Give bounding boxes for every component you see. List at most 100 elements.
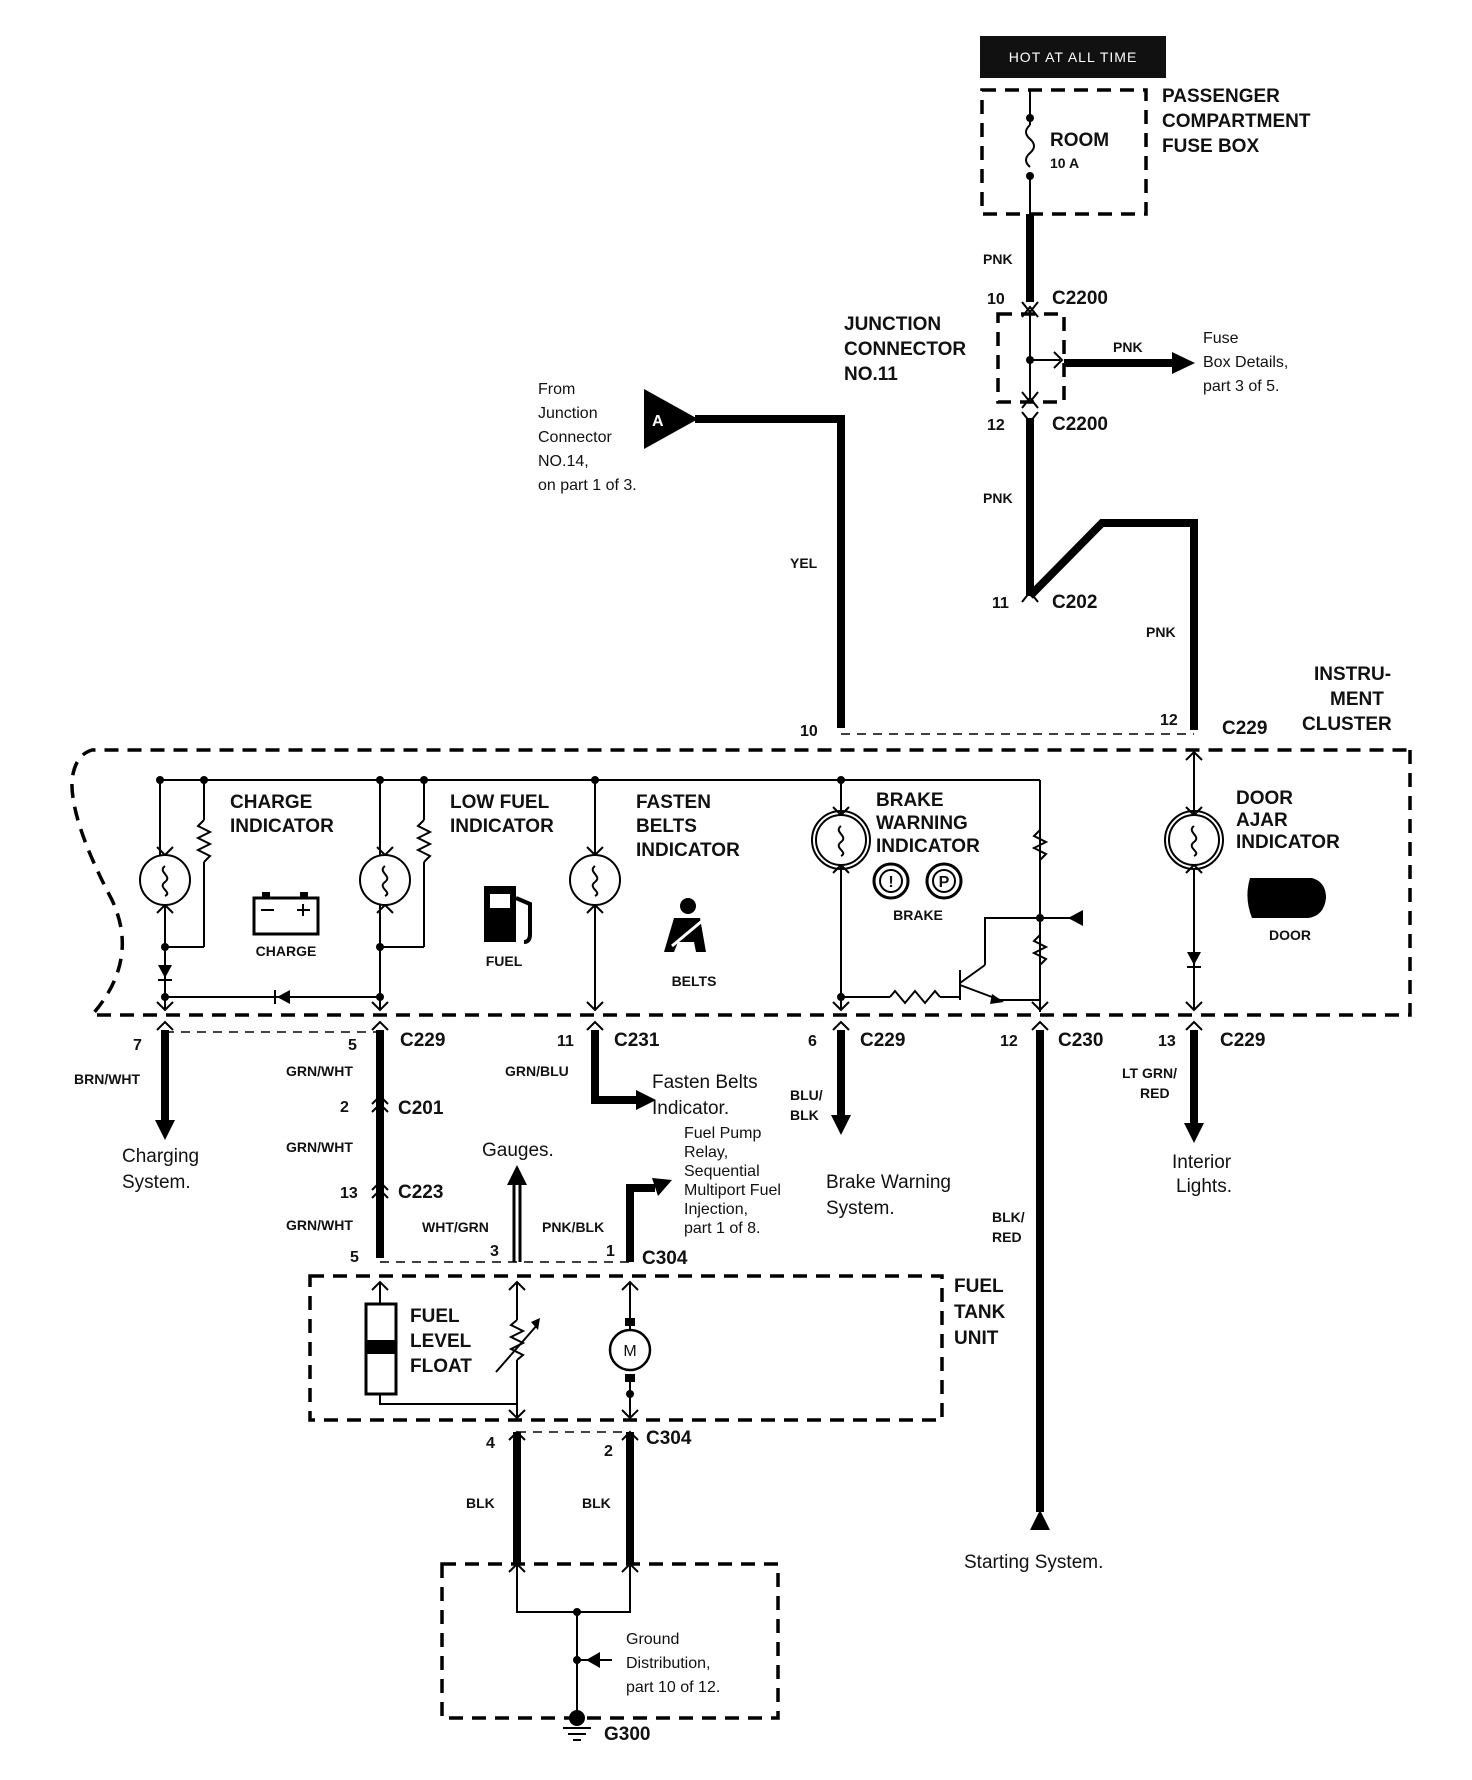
brake-title-3: INDICATOR (876, 836, 980, 857)
dest-starting: Starting System. (964, 1552, 1103, 1573)
connector-c223: C223 (398, 1182, 443, 1203)
from-ref-4: NO.14, (538, 453, 589, 470)
ground-circuit (508, 1562, 639, 1718)
fuse-ref-3: part 3 of 5. (1203, 378, 1280, 395)
dest-fuel-pump-3: Sequential (684, 1163, 760, 1180)
brake-title-1: BRAKE (876, 790, 944, 811)
pin-5-c304: 5 (350, 1249, 359, 1266)
wire-label-blu-blk-2: BLK (790, 1107, 819, 1123)
charge-lamp-2-circuit (359, 776, 433, 1010)
instrument-cluster-boundary (70, 748, 1412, 1017)
fuel-icon-label: FUEL (486, 953, 523, 969)
battery-icon (252, 892, 320, 936)
wire-label-pnk-3: PNK (1146, 624, 1176, 640)
fasten-belts-title-2: BELTS (636, 816, 697, 837)
pin-2-c201: 2 (340, 1099, 349, 1116)
connector-c229-top: C229 (1222, 718, 1267, 739)
svg-text:P: P (939, 874, 950, 891)
brake-warning-circuit (811, 776, 1083, 1010)
charge-indicator-title-2: INDICATOR (230, 816, 334, 837)
connector-c304-top: C304 (642, 1248, 688, 1269)
charge-indicator-circuit (139, 776, 380, 1010)
fuel-tank-title-3: UNIT (954, 1328, 999, 1349)
brake-title-2: WARNING (876, 813, 968, 834)
from-ref-1: From (538, 381, 575, 398)
dest-brake-1: Brake Warning (826, 1172, 951, 1193)
hot-at-all-time-badge: HOT AT ALL TIME (980, 36, 1166, 78)
fuel-tank-title-1: FUEL (954, 1276, 1004, 1297)
connector-c2200-bottom: C2200 (1052, 414, 1108, 435)
pin-12-c229: 12 (1160, 712, 1178, 729)
pin-6-c229: 6 (808, 1033, 817, 1050)
fuse-rating: 10 A (1050, 155, 1079, 171)
door-ajar-circuit (1164, 750, 1224, 1010)
dest-fuel-pump-2: Relay, (684, 1144, 728, 1161)
wire-label-grn-blu: GRN/BLU (505, 1063, 569, 1079)
low-fuel-title-1: LOW FUEL (450, 792, 550, 813)
connector-c229-pin6: C229 (860, 1030, 905, 1051)
from-ref-5: on part 1 of 3. (538, 477, 637, 494)
ground-symbol-icon (563, 1710, 591, 1741)
wire-label-pnk-blk: PNK/BLK (542, 1219, 604, 1235)
wire-label-grn-wht-3: GRN/WHT (286, 1217, 353, 1233)
connector-c230: C230 (1058, 1030, 1103, 1051)
wire-label-blk-red-2: RED (992, 1229, 1022, 1245)
pin-13-c229: 13 (1158, 1033, 1176, 1050)
fasten-belts-title-1: FASTEN (636, 792, 711, 813)
brake-warning-icon: ! P (872, 862, 963, 900)
dest-charging-2: System. (122, 1172, 191, 1193)
ground-distribution-box (440, 1562, 780, 1720)
dest-interior-2: Lights. (1176, 1176, 1232, 1197)
fuel-tank-title-2: TANK (954, 1302, 1006, 1323)
fuel-pump-icon (484, 886, 532, 944)
cluster-title-2: MENT (1330, 689, 1384, 710)
junction-title-3: NO.11 (844, 364, 898, 385)
ground-ref-2: Distribution, (626, 1655, 710, 1672)
connector-c231: C231 (614, 1030, 660, 1051)
connector-c202: C202 (1052, 592, 1097, 613)
wire-label-pnk-2: PNK (983, 490, 1013, 506)
charge-icon-label: CHARGE (256, 943, 317, 959)
pin-2-c304: 2 (604, 1443, 613, 1460)
fasten-belts-title-3: INDICATOR (636, 840, 740, 861)
connector-c201: C201 (398, 1098, 444, 1119)
fasten-belts-circuit (569, 776, 621, 1010)
dest-fasten-1: Fasten Belts (652, 1072, 758, 1093)
door-ajar-title-2: AJAR (1236, 810, 1288, 831)
level-sender-resistor (495, 1280, 540, 1420)
cluster-title-3: CLUSTER (1302, 714, 1392, 735)
svg-text:HOT AT ALL TIME: HOT AT ALL TIME (1009, 49, 1138, 65)
dest-fasten-2: Indicator. (652, 1098, 729, 1119)
belts-icon-label: BELTS (672, 973, 717, 989)
pin-1-c304: 1 (606, 1243, 615, 1260)
fuse-box-title-3: FUSE BOX (1162, 136, 1259, 157)
pin-7-c229: 7 (133, 1037, 142, 1054)
dest-fuel-pump-6: part 1 of 8. (684, 1220, 761, 1237)
wire-label-blk-2: BLK (582, 1495, 611, 1511)
cluster-bottom-arrows (156, 1001, 1203, 1012)
dest-fuel-pump-1: Fuel Pump (684, 1125, 761, 1142)
wire-label-lt-grn-red-1: LT GRN/ (1122, 1065, 1177, 1081)
door-icon-label: DOOR (1269, 927, 1311, 943)
dest-gauges: Gauges. (482, 1140, 554, 1161)
wire-label-wht-grn: WHT/GRN (422, 1219, 489, 1235)
wire-label-lt-grn-red-2: RED (1140, 1085, 1170, 1101)
dest-brake-2: System. (826, 1198, 895, 1219)
pin-5-c229: 5 (348, 1037, 357, 1054)
passenger-fuse-box: ROOM 10 A (980, 88, 1148, 216)
pin-4-c304: 4 (486, 1435, 495, 1452)
door-ajar-title-1: DOOR (1236, 788, 1293, 809)
connector-c229-pin13: C229 (1220, 1030, 1265, 1051)
svg-text:!: ! (888, 874, 893, 891)
pin-10-c229: 10 (800, 723, 818, 740)
dest-charging-1: Charging (122, 1146, 199, 1167)
seatbelt-icon (664, 898, 709, 952)
from-ref-3: Connector (538, 429, 612, 446)
fuel-float-title-2: LEVEL (410, 1331, 472, 1352)
fuse-ref-1: Fuse (1203, 330, 1239, 347)
pin-10-c2200: 10 (987, 291, 1005, 308)
motor-label: M (623, 1343, 636, 1360)
junction-title-2: CONNECTOR (844, 339, 966, 360)
pin-13-c223: 13 (340, 1185, 358, 1202)
